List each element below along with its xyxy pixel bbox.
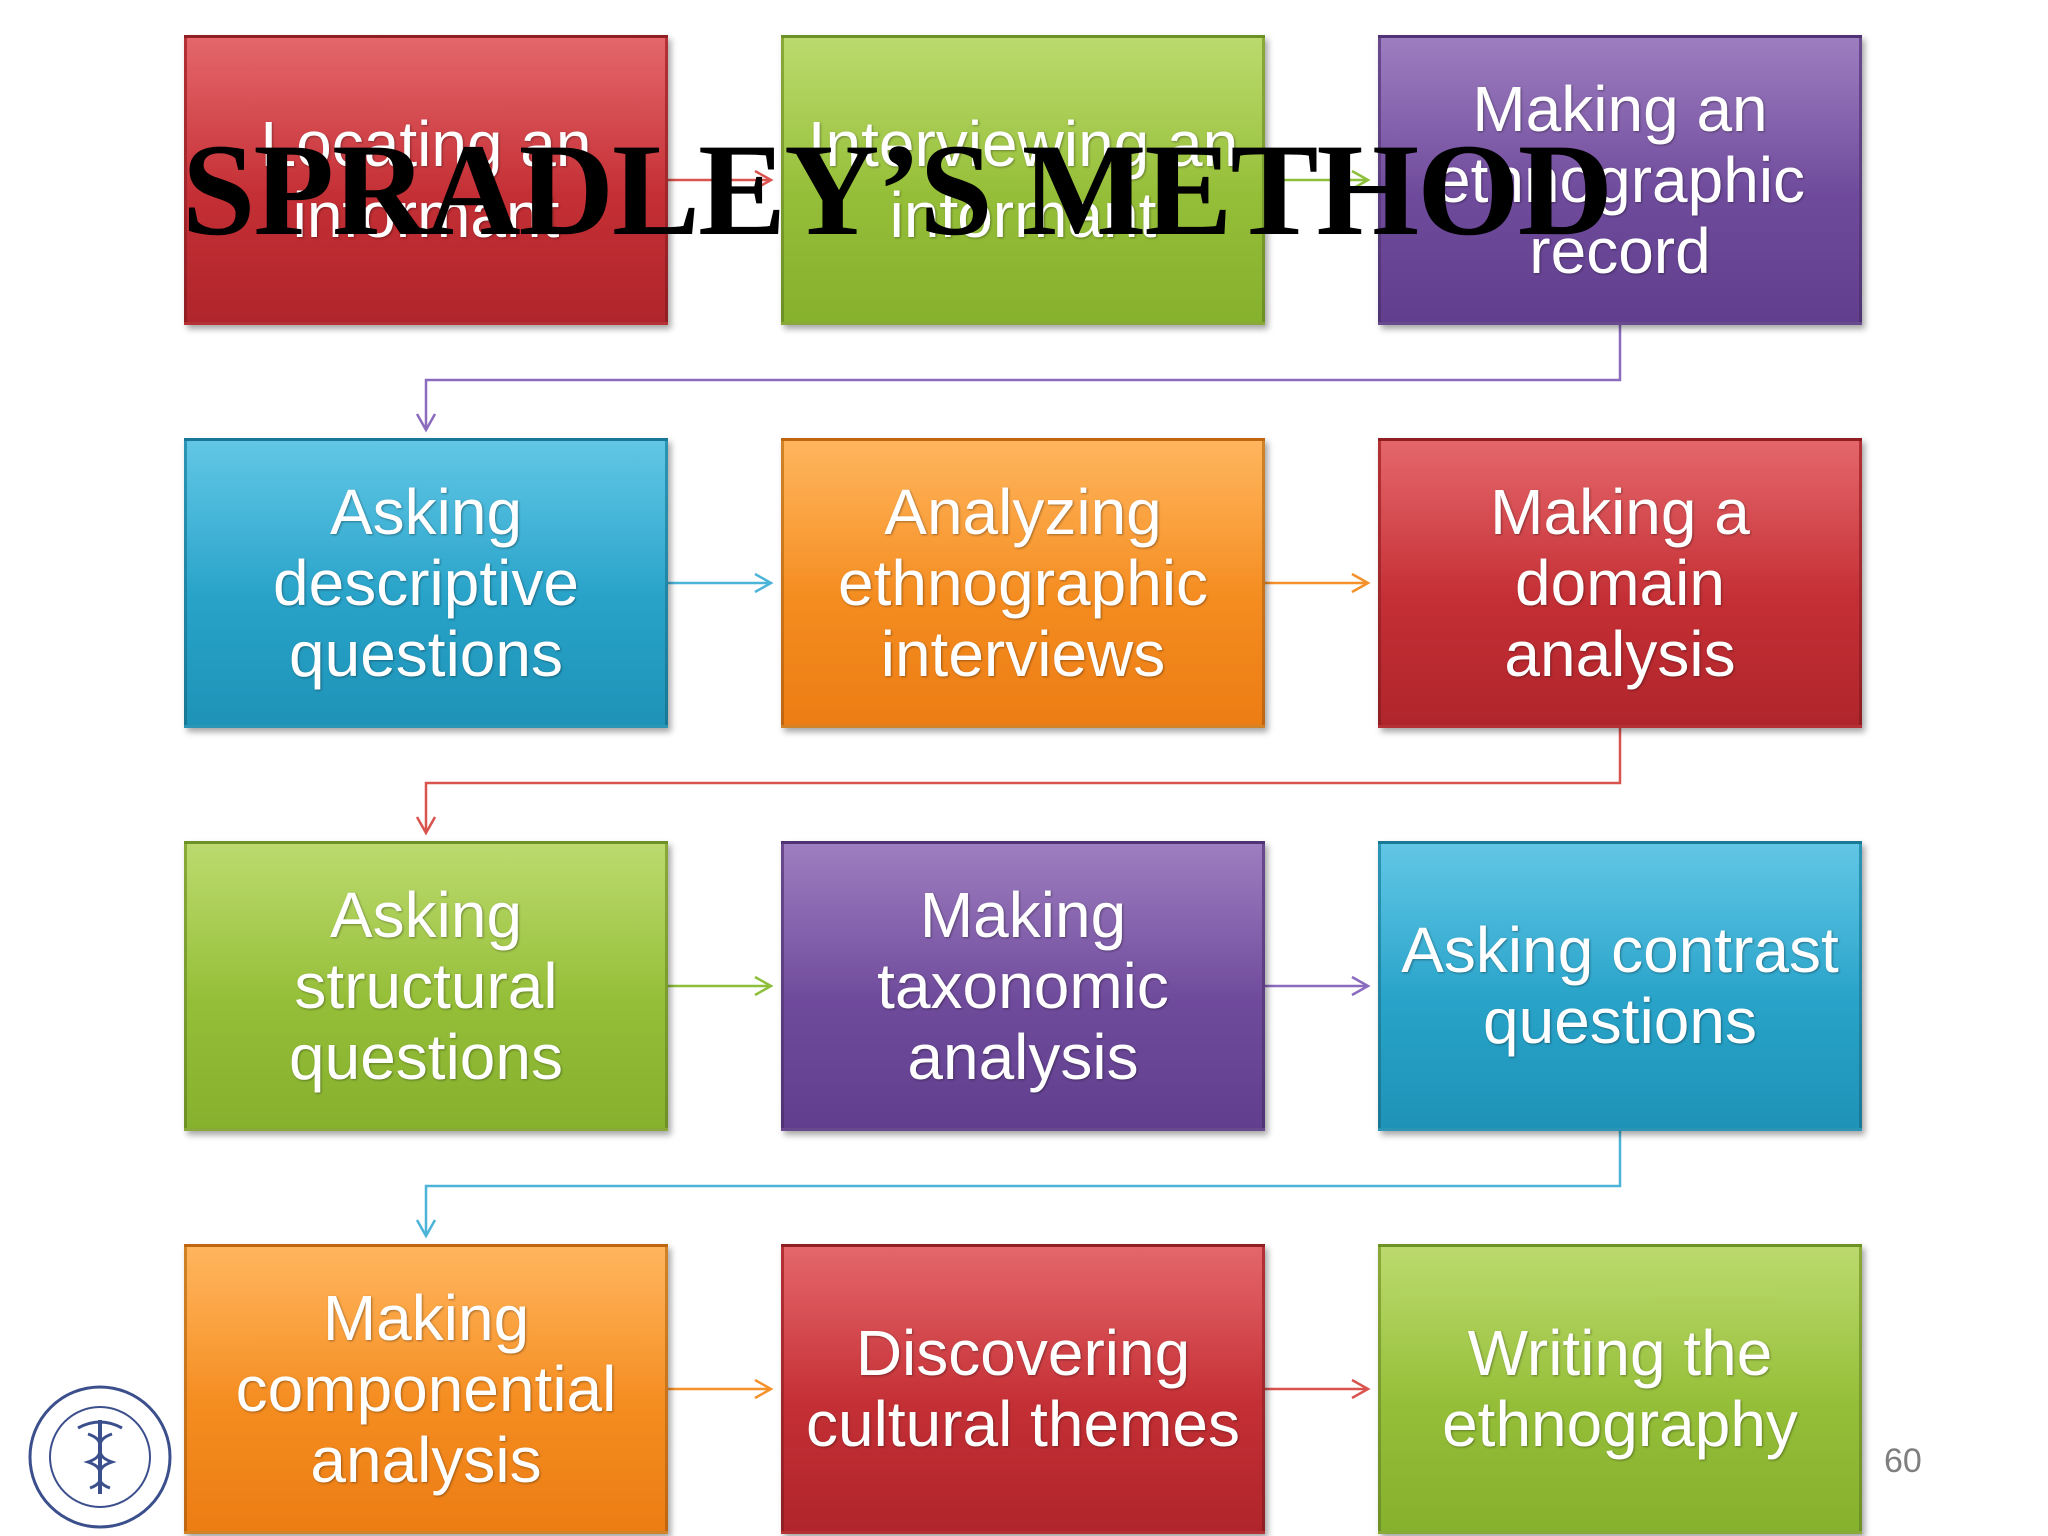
step-label: Interviewing an informant (807, 108, 1239, 251)
arrow-head (754, 975, 774, 997)
arrow-connector (424, 325, 1622, 430)
arrow-head (1351, 169, 1371, 191)
arrow-connector (424, 728, 1622, 833)
step-label: Writing the ethnography (1442, 1317, 1798, 1460)
step-label: Analyzing ethnographic interviews (837, 475, 1209, 690)
arrow-head (754, 169, 774, 191)
step-label: Making an ethnographic record (1434, 72, 1806, 287)
arrow-head (1351, 975, 1371, 997)
step-box-1: Locating an informant (184, 35, 668, 325)
step-label: Making a domain analysis (1490, 475, 1750, 690)
step-box-9: Asking contrast questions (1378, 841, 1862, 1131)
step-label: Discovering cultural themes (806, 1317, 1240, 1460)
institute-logo (28, 1385, 172, 1529)
arrow-head (754, 1378, 774, 1400)
arrow-head (754, 572, 774, 594)
step-box-6: Making a domain analysis (1378, 438, 1862, 728)
slide-title: SPRADLEY’S METHOD (182, 116, 1613, 263)
arrow-head (415, 816, 437, 836)
step-label: Asking contrast questions (1401, 914, 1839, 1057)
step-box-2: Interviewing an informant (781, 35, 1265, 325)
step-box-5: Analyzing ethnographic interviews (781, 438, 1265, 728)
arrow-connector (424, 1131, 1622, 1236)
arrow-head (1351, 572, 1371, 594)
step-label: Asking descriptive questions (273, 475, 579, 690)
arrow-head (1351, 1378, 1371, 1400)
step-box-10: Making componential analysis (184, 1244, 668, 1534)
step-label: Asking structural questions (289, 878, 563, 1093)
slide-number: 60 (1884, 1442, 1922, 1480)
step-label: Making componential analysis (235, 1281, 617, 1496)
step-box-8: Making taxonomic analysis (781, 841, 1265, 1131)
step-box-7: Asking structural questions (184, 841, 668, 1131)
step-label: Locating an informant (260, 108, 592, 251)
step-label: Making taxonomic analysis (877, 878, 1169, 1093)
arrow-head (415, 413, 437, 433)
step-box-3: Making an ethnographic record (1378, 35, 1862, 325)
step-box-4: Asking descriptive questions (184, 438, 668, 728)
step-box-11: Discovering cultural themes (781, 1244, 1265, 1534)
step-box-12: Writing the ethnography (1378, 1244, 1862, 1534)
arrow-head (415, 1219, 437, 1239)
